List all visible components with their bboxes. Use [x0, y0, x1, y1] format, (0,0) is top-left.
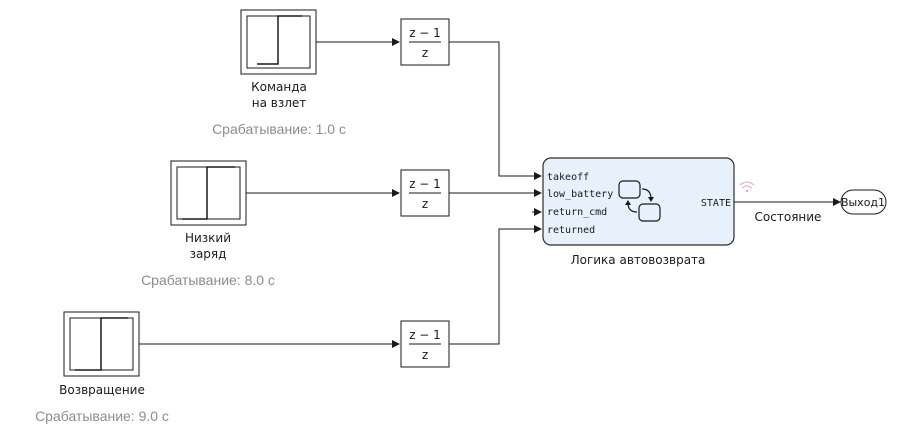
delay-numerator: z − 1 [409, 26, 441, 40]
trigger-time-label: Срабатывание: 1.0 с [212, 121, 346, 137]
step-icon [257, 15, 302, 65]
chart-input-port: low_battery [547, 189, 613, 200]
source-label-line: заряд [190, 247, 227, 261]
outport-label: Выход1 [841, 196, 885, 209]
source-label-line: Возвращение [59, 383, 145, 397]
step-source-takeoff[interactable] [240, 9, 317, 75]
signal-line[interactable] [449, 225, 542, 345]
stateflow-chart-block[interactable]: takeoff low_battery return_cmd returned … [542, 157, 735, 246]
delay-numerator: z − 1 [409, 328, 441, 342]
chart-input-port: takeoff [547, 172, 589, 183]
trigger-time-label: Срабатывание: 9.0 с [35, 408, 169, 424]
source-label-line: Низкий [185, 231, 231, 245]
delay-denominator: z [422, 46, 428, 60]
delay-denominator: z [422, 348, 428, 362]
delay-block-3[interactable]: z − 1 z [400, 320, 450, 368]
step-source-low-battery[interactable] [170, 160, 247, 226]
step-icon [75, 317, 128, 371]
delay-block-1[interactable]: z − 1 z [400, 18, 450, 66]
outport-block[interactable]: Выход1 [840, 189, 887, 215]
chart-name-label: Логика автовозврата [571, 253, 706, 267]
signal-line[interactable] [449, 41, 542, 180]
delay-denominator: z [422, 197, 428, 211]
step-icon [182, 166, 235, 220]
step-source-return[interactable] [63, 311, 140, 377]
source-label-line: Команда [251, 80, 307, 94]
state-transition-icon [618, 180, 661, 222]
chart-input-port: return_cmd [547, 207, 607, 218]
chart-output-port: STATE [701, 198, 731, 209]
delay-block-2[interactable]: z − 1 z [400, 169, 450, 217]
chart-input-port: returned [547, 225, 595, 236]
signal-logging-icon[interactable] [739, 181, 755, 193]
trigger-time-label: Срабатывание: 8.0 с [141, 272, 275, 288]
source-label-line: на взлет [252, 96, 307, 110]
signal-name-label: Состояние [755, 210, 822, 224]
delay-numerator: z − 1 [409, 177, 441, 191]
